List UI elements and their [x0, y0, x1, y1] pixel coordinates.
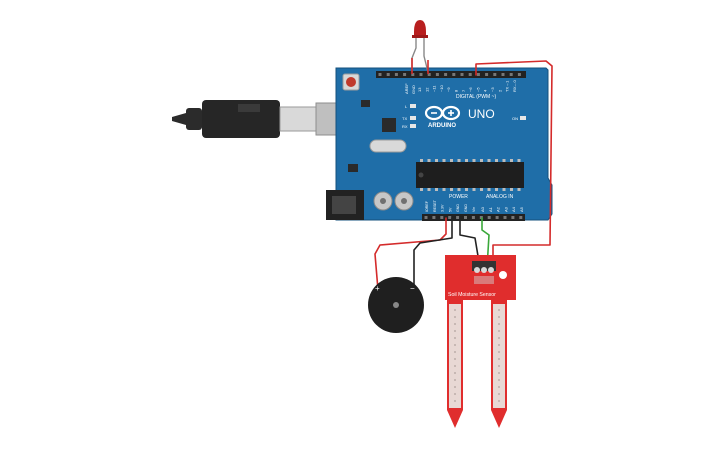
- digital-pin-label: TX→1: [505, 80, 510, 92]
- sensor-pin-gnd[interactable]: [481, 267, 487, 273]
- header-hole[interactable]: [511, 216, 515, 219]
- brand-label: ARDUINO: [428, 123, 456, 129]
- buzzer-plus-label: +: [375, 284, 380, 293]
- header-hole[interactable]: [435, 73, 439, 76]
- model-label: UNO: [468, 107, 495, 121]
- digital-pin-label: ~3: [490, 87, 495, 92]
- analog-pin-label: A3: [503, 206, 508, 212]
- header-hole[interactable]: [487, 216, 491, 219]
- header-hole[interactable]: [460, 73, 464, 76]
- digital-pin-label: ~11: [432, 85, 437, 92]
- soil-moisture-sensor[interactable]: Soil Moisture Sensor: [445, 255, 516, 428]
- power-pin-label: GND: [464, 204, 468, 212]
- digital-pin-label: 2: [497, 89, 502, 92]
- digital-label: DIGITAL (PWM ~): [456, 94, 496, 100]
- wires: [374, 60, 553, 291]
- header-hole[interactable]: [468, 73, 472, 76]
- header-hole[interactable]: [440, 216, 444, 219]
- header-hole[interactable]: [452, 73, 456, 76]
- header-hole[interactable]: [432, 216, 436, 219]
- sensor-pin-header: [472, 261, 496, 271]
- digital-pin-label: ~5: [475, 87, 480, 92]
- aref-label: AREF: [404, 83, 409, 94]
- header-hole[interactable]: [476, 73, 480, 76]
- header-hole[interactable]: [479, 216, 483, 219]
- header-hole[interactable]: [519, 216, 523, 219]
- header-hole[interactable]: [456, 216, 460, 219]
- usb-cable: [172, 100, 341, 138]
- power-pin-label: 3.3V: [441, 204, 445, 212]
- analog-pin-label: A4: [511, 206, 516, 212]
- header-hole[interactable]: [444, 73, 448, 76]
- analog-pin-label: A5: [519, 206, 524, 212]
- wire-a0-to-sensor-sig: [481, 217, 490, 269]
- digital-pin-label: 4: [483, 89, 488, 92]
- digital-pin-label: 8: [454, 89, 459, 92]
- digital-pin-label: ~10: [439, 84, 444, 92]
- gnd-label: GND: [411, 85, 416, 94]
- sensor-pin-vcc[interactable]: [474, 267, 480, 273]
- analog-header: [477, 214, 525, 221]
- buzzer-minus-label: −: [410, 284, 415, 293]
- header-hole[interactable]: [386, 73, 390, 76]
- digital-pin-label: 7: [461, 89, 466, 92]
- header-hole[interactable]: [471, 216, 475, 219]
- power-pin-label: RESET: [433, 199, 437, 212]
- header-hole[interactable]: [509, 73, 513, 76]
- header-hole[interactable]: [424, 216, 428, 219]
- wire-5v-to-buzzer: [374, 217, 447, 291]
- digital-pin-label: ~6: [468, 87, 473, 92]
- l-led: [410, 104, 416, 108]
- led[interactable]: [411, 20, 429, 73]
- header-hole[interactable]: [448, 216, 452, 219]
- sensor-pin-sig[interactable]: [488, 267, 494, 273]
- power-pin-label: 5V: [448, 207, 452, 212]
- header-hole[interactable]: [394, 73, 398, 76]
- power-pin-label: Vin: [472, 207, 476, 212]
- header-hole[interactable]: [427, 73, 431, 76]
- header-hole[interactable]: [378, 73, 382, 76]
- rx-led-label: RX: [402, 124, 408, 129]
- power-pin-label: IOREF: [425, 200, 429, 212]
- digital-pin-label: 12: [424, 87, 429, 92]
- l-led-label: L: [405, 104, 408, 109]
- header-hole[interactable]: [495, 216, 499, 219]
- header-hole[interactable]: [419, 73, 423, 76]
- digital-pin-label: RX←0: [512, 79, 517, 92]
- analog-pin-label: A0: [480, 206, 485, 212]
- on-led: [520, 116, 526, 120]
- wire-pin7-to-sensor-vcc: [475, 60, 553, 269]
- digital-header: [376, 71, 526, 78]
- tx-led-label: TX: [402, 116, 407, 121]
- header-hole[interactable]: [517, 73, 521, 76]
- header-hole[interactable]: [464, 216, 467, 219]
- arduino-logo: [424, 105, 461, 121]
- digital-pin-label: 13: [417, 87, 422, 92]
- rx-led: [410, 124, 416, 128]
- header-hole[interactable]: [485, 73, 489, 76]
- on-led-label: ON: [512, 116, 518, 121]
- wire-gnd-to-buzzer: [413, 217, 453, 291]
- power-pin-label: GND: [456, 204, 460, 212]
- header-hole[interactable]: [501, 73, 505, 76]
- sensor-label: Soil Moisture Sensor: [448, 292, 496, 298]
- analog-pin-label: A2: [496, 206, 501, 212]
- analog-label: ANALOG IN: [486, 194, 514, 200]
- header-hole[interactable]: [403, 73, 407, 76]
- microcontroller-chip: [416, 162, 524, 188]
- header-hole[interactable]: [493, 73, 497, 76]
- header-hole[interactable]: [503, 216, 507, 219]
- piezo-buzzer[interactable]: + −: [368, 277, 424, 333]
- tx-led: [410, 116, 416, 120]
- wire-gnd-to-sensor: [459, 217, 481, 269]
- sensor-logo-icon: [499, 271, 507, 279]
- analog-pin-label: A1: [488, 206, 493, 212]
- header-hole[interactable]: [411, 73, 415, 76]
- digital-pin-label: ~9: [446, 87, 451, 92]
- power-label: POWER: [449, 194, 468, 200]
